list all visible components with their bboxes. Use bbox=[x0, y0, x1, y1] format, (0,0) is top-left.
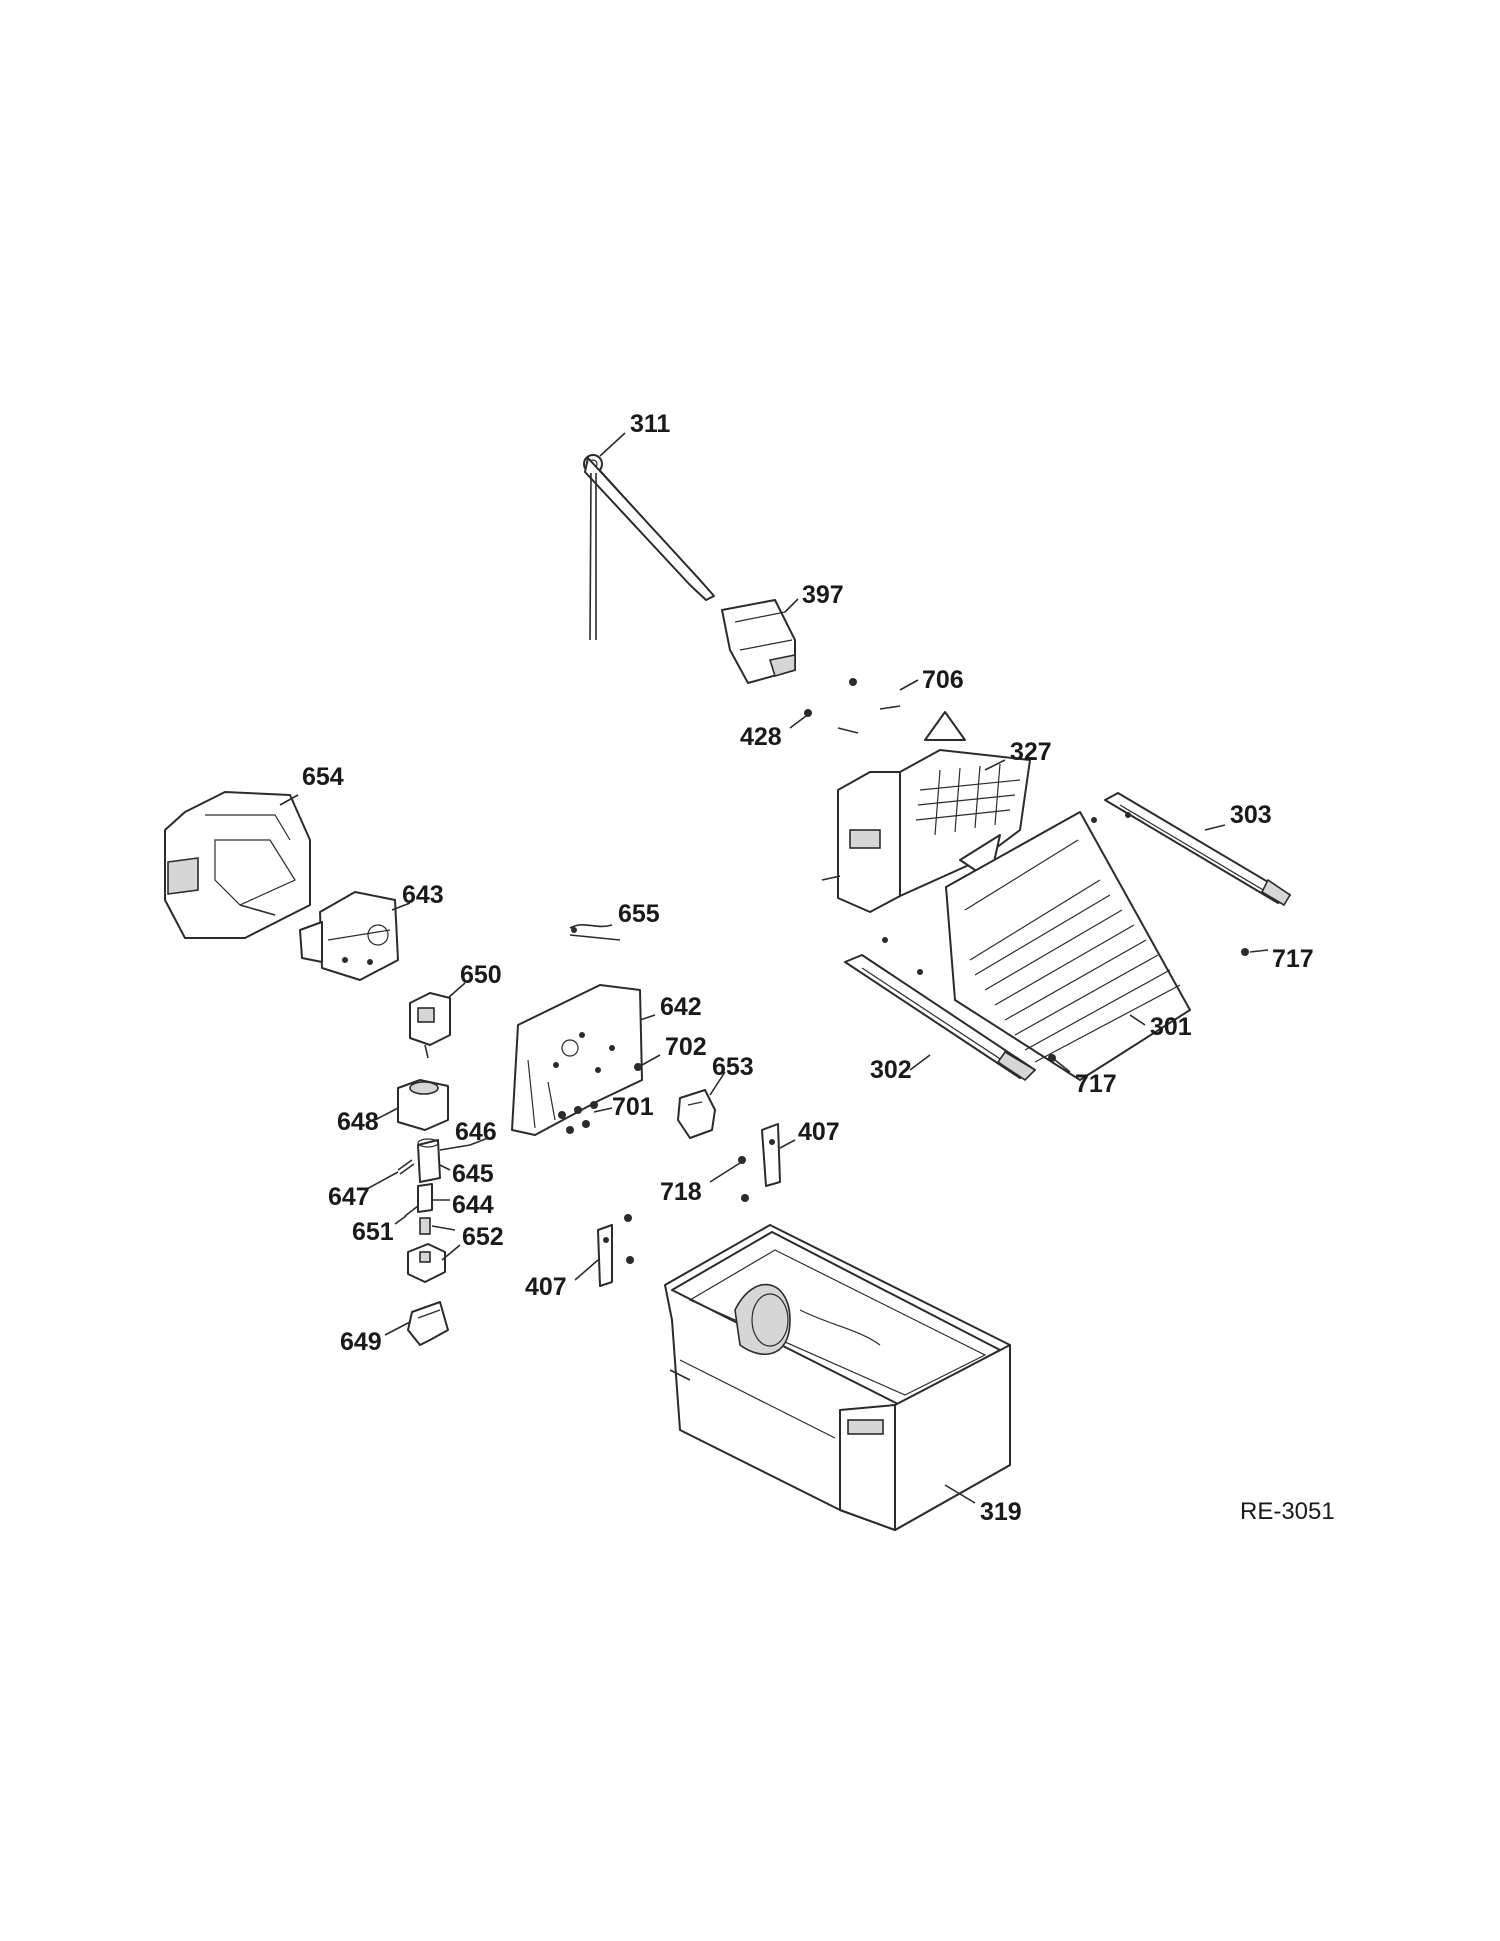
ice-maker-assembly-327 bbox=[821, 711, 1031, 913]
spring-655 bbox=[569, 924, 621, 941]
callout-302: 302 bbox=[870, 1056, 912, 1084]
pin-647 bbox=[397, 1159, 415, 1175]
callout-407-lower: 407 bbox=[525, 1273, 567, 1301]
callout-650: 650 bbox=[460, 961, 502, 989]
screws-702 bbox=[634, 1063, 642, 1071]
screws-717-upper bbox=[1241, 948, 1249, 956]
bracket-397 bbox=[721, 599, 796, 684]
screws-706 bbox=[837, 678, 901, 734]
fill-tube-arm-311 bbox=[583, 454, 715, 641]
bushing-648 bbox=[397, 1079, 449, 1131]
callout-428: 428 bbox=[740, 723, 782, 751]
solenoid-650 bbox=[409, 992, 451, 1059]
rail-303 bbox=[1104, 792, 1292, 907]
rail-302 bbox=[844, 937, 1037, 1082]
callout-397: 397 bbox=[802, 581, 844, 609]
callout-301: 301 bbox=[1150, 1013, 1192, 1041]
callout-652: 652 bbox=[462, 1223, 504, 1251]
callout-643: 643 bbox=[402, 881, 444, 909]
callout-319: 319 bbox=[980, 1498, 1022, 1526]
callout-655: 655 bbox=[618, 900, 660, 928]
leader-lines bbox=[279, 432, 1269, 1504]
callout-644: 644 bbox=[452, 1191, 494, 1219]
drawing-code: RE-3051 bbox=[1240, 1498, 1335, 1525]
callout-706: 706 bbox=[922, 666, 964, 694]
screws-718 bbox=[624, 1156, 749, 1264]
shelf-301 bbox=[945, 811, 1191, 1081]
callout-646: 646 bbox=[455, 1118, 497, 1146]
motor-housing-654 bbox=[164, 791, 311, 939]
clip-653 bbox=[677, 1089, 716, 1139]
screws-717-lower bbox=[1048, 1054, 1056, 1062]
slide-407-lower bbox=[597, 1224, 613, 1287]
callout-717-lower: 717 bbox=[1075, 1070, 1117, 1098]
slide-407-upper bbox=[761, 1123, 781, 1187]
callout-labels: 311 397 706 428 327 654 303 643 655 717 … bbox=[302, 410, 1335, 1526]
mounting-plate-642 bbox=[511, 984, 643, 1136]
coupler-645-646 bbox=[417, 1138, 441, 1213]
ice-bucket-319 bbox=[664, 1224, 1011, 1531]
callout-648: 648 bbox=[337, 1108, 379, 1136]
callout-718: 718 bbox=[660, 1178, 702, 1206]
screw-428 bbox=[804, 709, 812, 717]
block-652 bbox=[407, 1243, 446, 1283]
callout-642: 642 bbox=[660, 993, 702, 1021]
spring-644 bbox=[419, 1217, 431, 1235]
callout-303: 303 bbox=[1230, 801, 1272, 829]
callout-717-upper: 717 bbox=[1272, 945, 1314, 973]
callout-702: 702 bbox=[665, 1033, 707, 1061]
callout-649: 649 bbox=[340, 1328, 382, 1356]
callout-647: 647 bbox=[328, 1183, 370, 1211]
callout-407-upper: 407 bbox=[798, 1118, 840, 1146]
callout-651: 651 bbox=[352, 1218, 394, 1246]
auger-motor-643 bbox=[299, 891, 399, 981]
callout-654: 654 bbox=[302, 763, 344, 791]
callout-645: 645 bbox=[452, 1160, 494, 1188]
callout-701: 701 bbox=[612, 1093, 654, 1121]
callout-653: 653 bbox=[712, 1053, 754, 1081]
callout-311: 311 bbox=[630, 410, 670, 438]
callout-327: 327 bbox=[1010, 738, 1052, 766]
pin-651 bbox=[404, 1205, 419, 1217]
bracket-649 bbox=[407, 1301, 449, 1346]
screws-701 bbox=[558, 1101, 598, 1134]
